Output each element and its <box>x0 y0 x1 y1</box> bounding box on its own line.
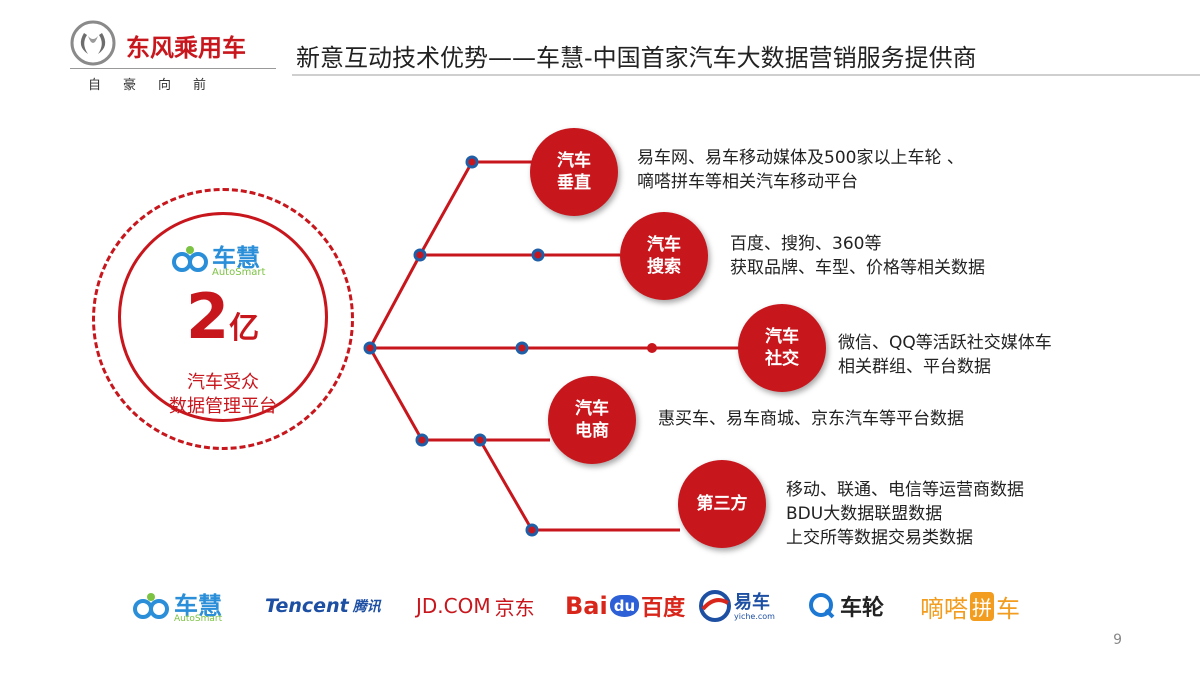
node-third-party: 第三方 <box>678 460 766 548</box>
node-auto-vertical: 汽车垂直 <box>530 128 618 216</box>
users-count: 2亿 <box>186 284 259 362</box>
yiche-swirl-icon <box>699 590 731 622</box>
desc-third-party: 移动、联通、电信等运营商数据 BDU大数据联盟数据 上交所等数据交易类数据 <box>786 480 1024 548</box>
brand-name: 东风乘用车 <box>126 34 246 62</box>
autosmart-logo-cn: 车慧 <box>212 244 260 272</box>
platform-desc-line1: 汽车受众 <box>187 372 259 393</box>
partner-logo-autosmart: 车慧 AutoSmart <box>132 586 234 626</box>
platform-inner-ring <box>118 212 328 422</box>
dongfeng-emblem-icon <box>70 20 116 66</box>
users-count-unit: 亿 <box>229 311 260 346</box>
node-auto-social: 汽车社交 <box>738 304 826 392</box>
baidu-paw-icon: du <box>609 595 640 617</box>
branch-line-ecommerce <box>368 347 550 442</box>
tree-dot <box>415 433 429 447</box>
tree-dot <box>465 155 479 169</box>
brand-logo-block: 东风乘用车 自豪向前 <box>70 20 280 100</box>
node-auto-ecommerce: 汽车电商 <box>548 376 636 464</box>
page-title: 新意互动技术优势——车慧-中国首家汽车大数据营销服务提供商 <box>296 44 977 72</box>
autosmart-clover-icon <box>133 593 169 619</box>
partner-logo-tencent: Tencent 腾讯 <box>265 595 381 617</box>
partner-logo-yiche: 易车 yiche.com <box>698 586 784 626</box>
tree-dot <box>525 523 539 537</box>
chelun-q-icon <box>809 593 835 619</box>
autosmart-logo: 车慧 AutoSmart <box>172 238 282 282</box>
platform-outer-ring <box>92 188 354 450</box>
desc-auto-search: 百度、搜狗、360等 获取品牌、车型、价格等相关数据 <box>730 234 985 278</box>
tree-dot <box>473 433 487 447</box>
platform-desc-line2: 数据管理平台 <box>169 396 277 417</box>
desc-auto-social: 微信、QQ等活跃社交媒体车 相关群组、平台数据 <box>838 333 1052 377</box>
partner-logo-chelun: 车轮 <box>808 586 884 626</box>
partner-logo-didapinche: 嘀嗒 拼 车 <box>920 586 1020 626</box>
tree-dot <box>515 341 529 355</box>
logo-divider <box>70 68 276 69</box>
brand-slogan: 自豪向前 <box>88 78 229 93</box>
autosmart-logo-en: AutoSmart <box>212 267 266 278</box>
users-count-number: 2 <box>186 280 230 353</box>
node-auto-search: 汽车搜索 <box>620 212 708 300</box>
tree-dot <box>647 343 657 353</box>
page-number: 9 <box>1113 632 1122 648</box>
partner-logo-jd: JD.COM 京东 <box>416 594 535 620</box>
desc-auto-vertical: 易车网、易车移动媒体及500家以上车轮 、 嘀嗒拼车等相关汽车移动平台 <box>637 148 964 192</box>
tree-dot <box>363 341 377 355</box>
autosmart-clover-icon <box>172 246 208 272</box>
tree-dot <box>531 248 545 262</box>
partner-logo-baidu: Bai du 百度 <box>565 592 686 621</box>
desc-auto-ecommerce: 惠买车、易车商城、京东汽车等平台数据 <box>658 409 964 429</box>
branch-line-vertical <box>368 160 535 349</box>
tree-dot <box>413 248 427 262</box>
title-divider <box>292 74 1200 76</box>
